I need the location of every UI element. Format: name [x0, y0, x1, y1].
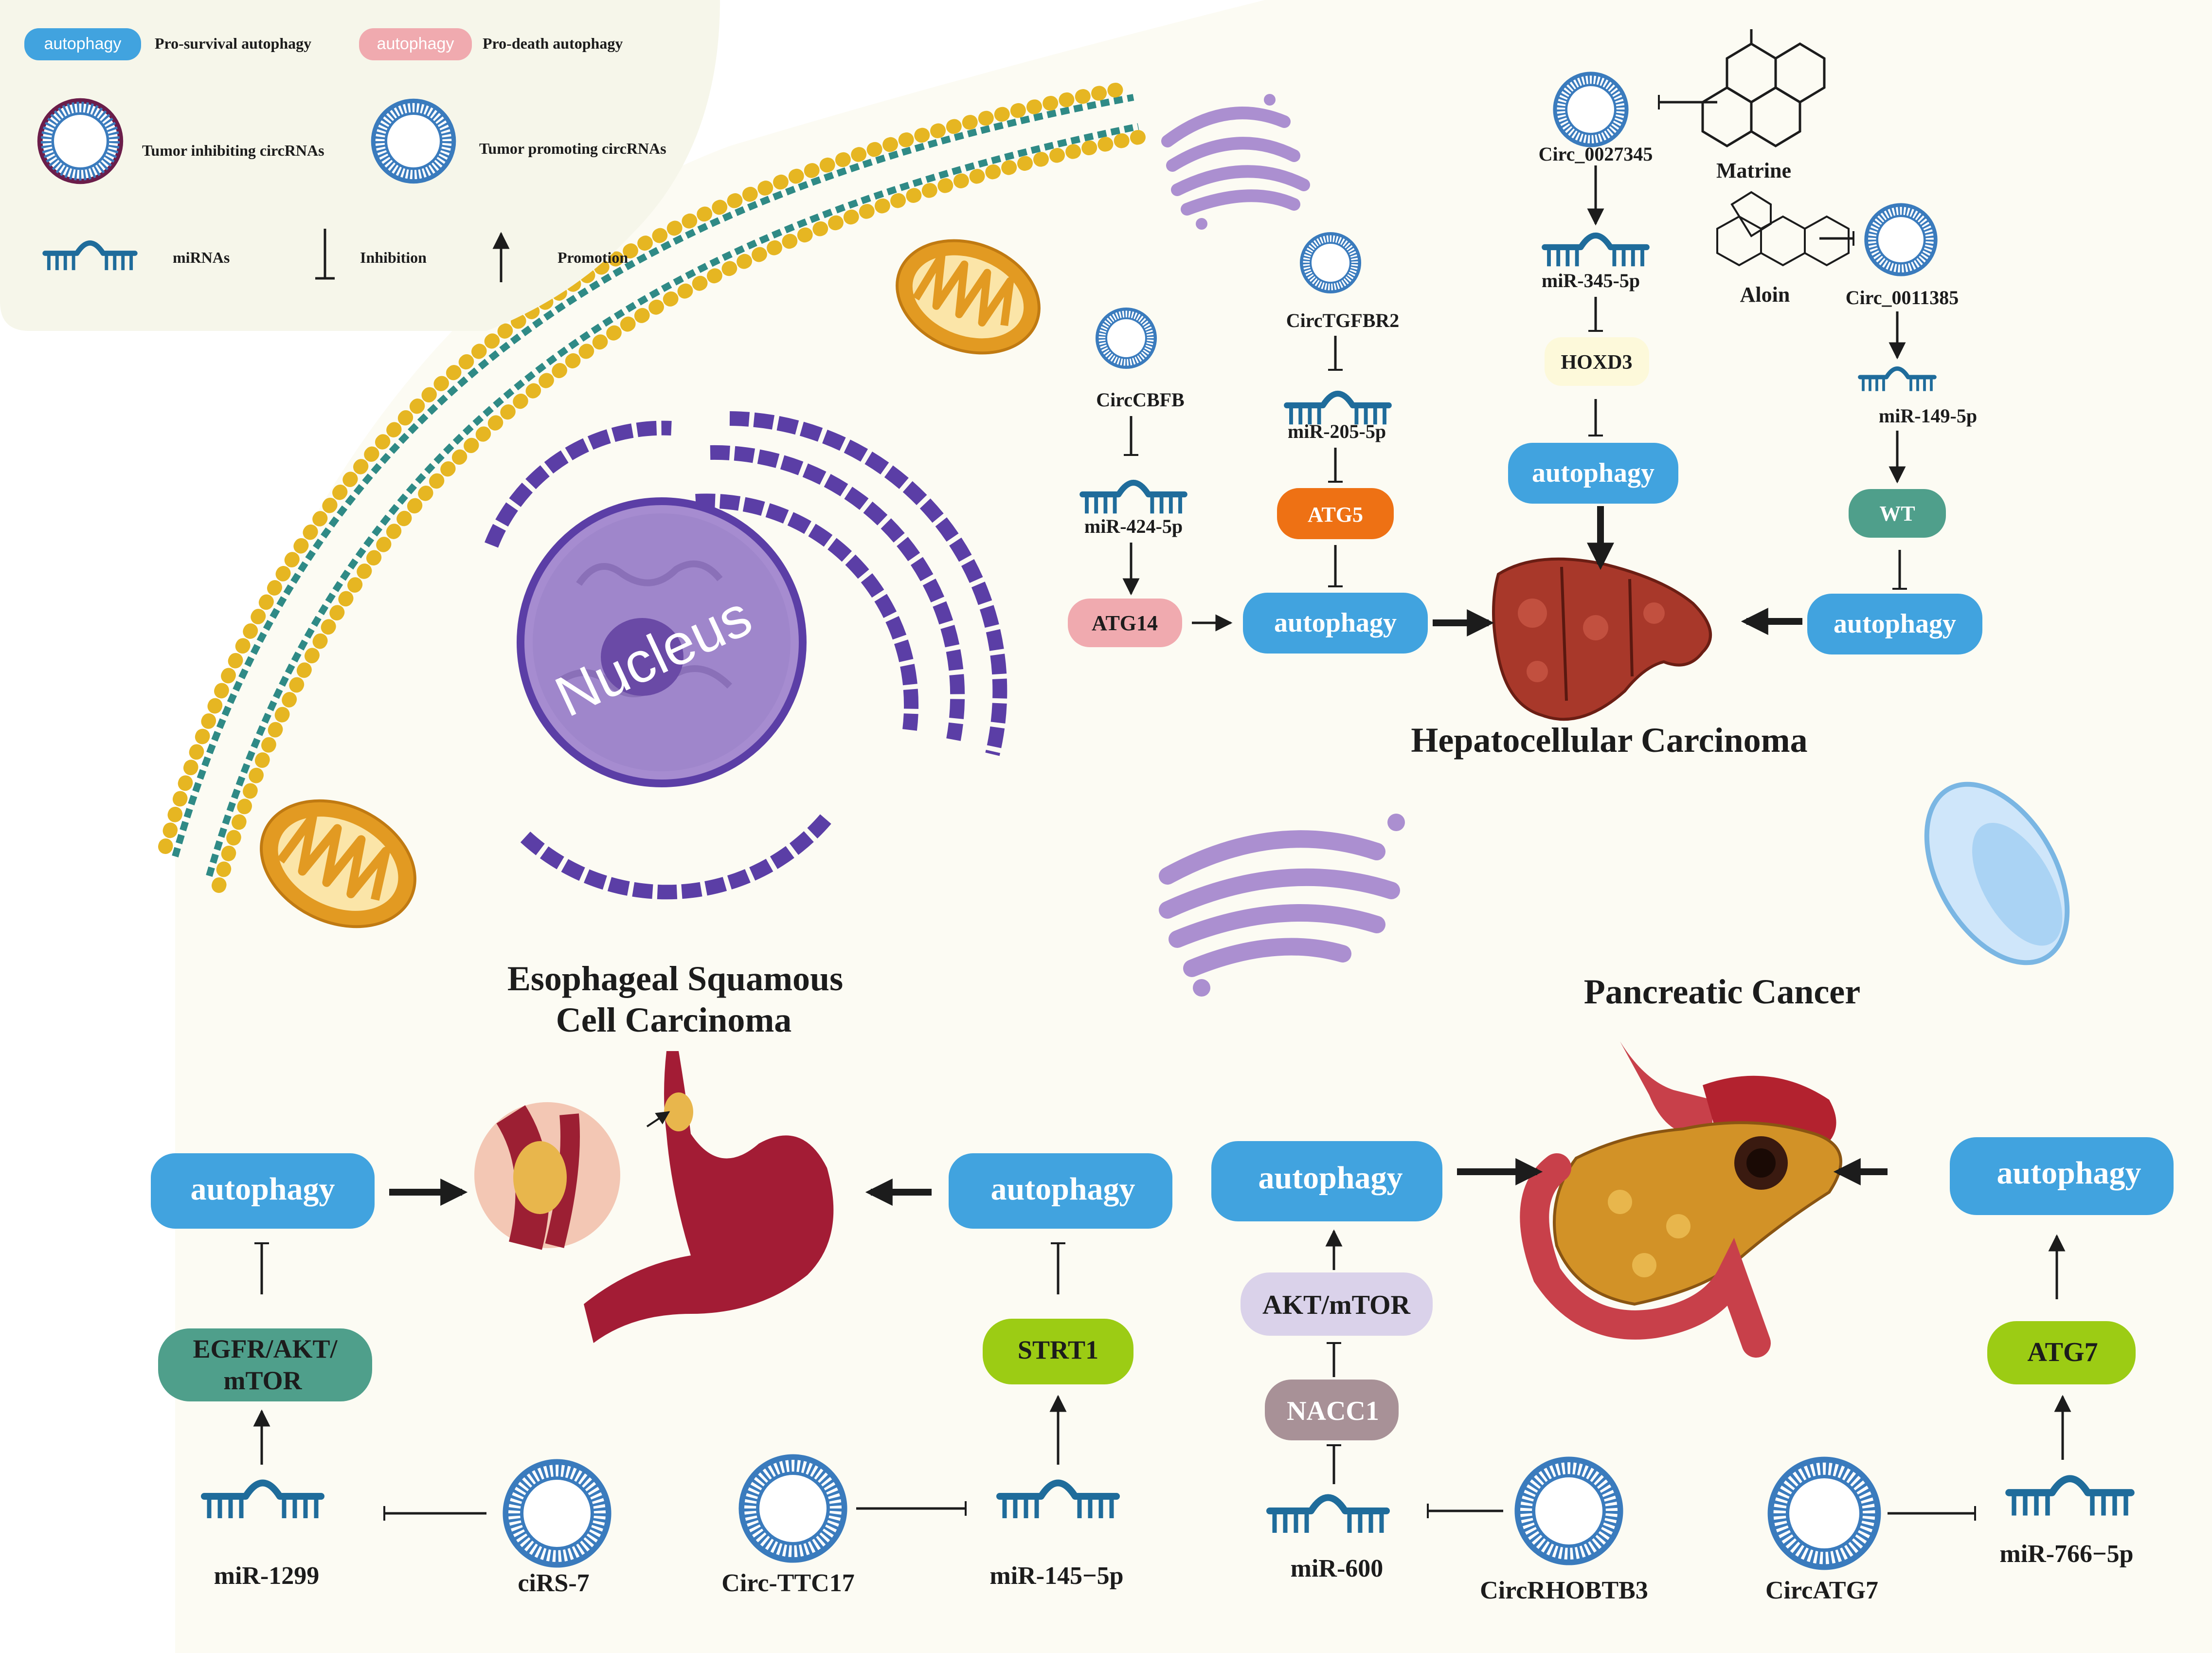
legend-pro-survival-label: Pro-survival autophagy: [155, 35, 311, 52]
esophagus-stomach-illustration: [474, 1051, 834, 1343]
escc-autophagy-left-node: [151, 1153, 375, 1229]
golgi-top: [1161, 94, 1310, 230]
atg5-node: [1277, 488, 1394, 539]
hoxd3-label: HOXD3: [1561, 351, 1633, 374]
pc-autophagy-right-node: [1950, 1137, 2174, 1215]
legend-pro-death-badge: [359, 28, 472, 60]
circatg7-icon: [1771, 1460, 1878, 1567]
egfr-label-line2: mTOR: [223, 1366, 302, 1395]
aloin-structure-icon: [1716, 191, 1850, 267]
tumor-promoting-circrna-icon: [373, 101, 454, 182]
nacc1-label: NACC1: [1287, 1396, 1379, 1426]
endoplasmic-reticulum: [485, 411, 1007, 900]
legend-pro-survival-badge: [24, 28, 141, 60]
pc-title: Pancreatic Cancer: [1584, 972, 1860, 1011]
cirs7-label: ciRS-7: [518, 1569, 589, 1597]
mir1299-label: miR-1299: [214, 1562, 320, 1590]
circtgfbr2-label: CircTGFBR2: [1286, 309, 1400, 331]
mir345-label: miR-345-5p: [1542, 270, 1640, 291]
hcc-autophagy-right-label: autophagy: [1834, 609, 1956, 639]
strt1-node: [983, 1319, 1133, 1384]
atg5-label: ATG5: [1308, 503, 1363, 527]
atg14-label: ATG14: [1092, 611, 1158, 635]
nucleus: Nucleus: [517, 497, 807, 787]
circ0027345-icon: [1555, 73, 1626, 145]
tumor-inhibiting-circrna-icon: [40, 101, 121, 182]
egfr-label-line1: EGFR/AKT/: [193, 1334, 338, 1363]
hcc-title: Hepatocellular Carcinoma: [1411, 721, 1807, 760]
mir424-label: miR-424-5p: [1084, 515, 1183, 537]
legend-inhibition-label: Inhibition: [360, 249, 427, 266]
hcc-autophagy-left-node: [1243, 593, 1428, 654]
golgi-bottom: [1159, 814, 1405, 997]
legend-mirnas-label: miRNAs: [173, 249, 230, 266]
cirs7-icon: [505, 1462, 609, 1565]
circcbfb-label: CircCBFB: [1096, 389, 1184, 411]
pc-pathway: Pancreatic Cancer autophagy AKT/mTOR NAC…: [1211, 972, 2174, 1604]
legend-pro-survival-badge-text: autophagy: [44, 35, 122, 53]
liver-illustration: [1492, 557, 1712, 721]
mir600-label: miR-600: [1291, 1555, 1384, 1582]
vacuole: [1924, 781, 2070, 965]
hcc-autophagy-right-node: [1807, 594, 1982, 654]
legend-tumor-promoting-label: Tumor promoting circRNAs: [479, 140, 666, 157]
pc-autophagy-right-label: autophagy: [1996, 1155, 2141, 1191]
escc-title-line2: Cell Carcinoma: [556, 1000, 792, 1039]
cell-membrane: [158, 80, 1151, 893]
egfr-akt-mtor-node: [158, 1328, 372, 1401]
circrhobtb3-label: CircRHOBTB3: [1480, 1577, 1648, 1604]
atg7-label: ATG7: [2027, 1337, 2098, 1367]
mir766-label: miR-766−5p: [1999, 1540, 2133, 1568]
circttc17-label: Circ-TTC17: [721, 1569, 854, 1597]
hcc-pathway: Hepatocellular Carcinoma CircCBFB miR-42…: [1068, 29, 1982, 760]
mitochondrion-top: [896, 239, 1041, 355]
strt1-label: STRT1: [1018, 1335, 1098, 1364]
circcbfb-icon: [1097, 309, 1155, 367]
aloin-label: Aloin: [1740, 283, 1790, 307]
pc-autophagy-left-label: autophagy: [1258, 1160, 1403, 1196]
mitochondrion-left: [260, 799, 416, 928]
akt-mtor-label: AKT/mTOR: [1262, 1290, 1410, 1320]
hoxd3-node: [1545, 337, 1649, 386]
escc-pathway: Esophageal Squamous Cell Carcinoma autop…: [151, 959, 1172, 1597]
akt-mtor-node: [1241, 1272, 1433, 1336]
legend-tumor-inhibiting-label: Tumor inhibiting circRNAs: [142, 142, 324, 159]
escc-autophagy-left-label: autophagy: [190, 1171, 335, 1207]
matrine-structure-icon: [1701, 29, 1826, 147]
matrine-label: Matrine: [1716, 159, 1791, 182]
circrhobtb3-icon: [1517, 1459, 1620, 1562]
mir205-label: miR-205-5p: [1288, 420, 1386, 442]
hcc-autophagy-top-label: autophagy: [1532, 458, 1655, 488]
circ0011385-label: Circ_0011385: [1846, 287, 1959, 309]
legend-promotion-label: Promotion: [557, 249, 628, 266]
circatg7-label: CircATG7: [1765, 1577, 1878, 1604]
escc-title-line1: Esophageal Squamous: [507, 959, 843, 998]
hcc-autophagy-left-label: autophagy: [1274, 608, 1397, 638]
nacc1-node: [1265, 1380, 1399, 1440]
circtgfbr2-icon: [1301, 234, 1360, 292]
mir145-label: miR-145−5p: [989, 1562, 1123, 1590]
legend-pro-death-badge-text: autophagy: [377, 35, 454, 53]
circttc17-icon: [741, 1457, 845, 1560]
circ0027345-label: Circ_0027345: [1539, 143, 1653, 165]
hcc-autophagy-top-node: [1508, 443, 1678, 504]
legend-panel: autophagy Pro-survival autophagy autopha…: [0, 0, 720, 331]
escc-autophagy-right-node: [949, 1153, 1172, 1229]
pc-autophagy-left-node: [1211, 1141, 1442, 1221]
mir149-label: miR-149-5p: [1879, 405, 1977, 427]
wt-node: [1849, 489, 1946, 538]
pancreas-illustration: [1520, 1041, 1842, 1358]
atg7-node: [1987, 1321, 2136, 1384]
circ0011385-icon: [1866, 205, 1936, 274]
atg14-node: [1068, 599, 1182, 647]
escc-autophagy-right-label: autophagy: [990, 1171, 1135, 1207]
wt-label: WT: [1879, 502, 1915, 526]
legend-pro-death-label: Pro-death autophagy: [483, 35, 623, 52]
